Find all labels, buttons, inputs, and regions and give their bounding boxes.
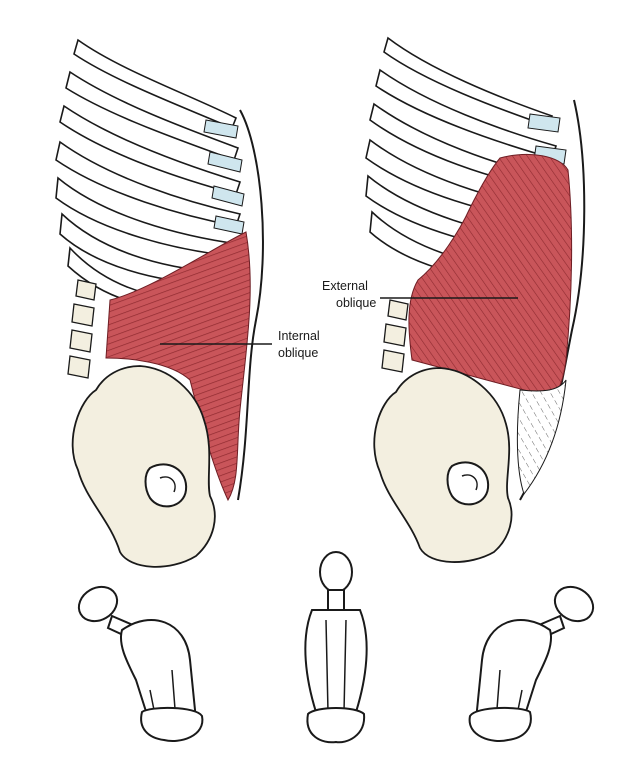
internal-oblique-muscle (105, 231, 251, 502)
internal-oblique-label: Internal oblique (278, 329, 323, 360)
external-oblique-muscle (408, 153, 573, 396)
right-pelvis (373, 367, 513, 563)
trunk-lateral-flexion-left-figure (77, 585, 204, 742)
internal-oblique-panel (55, 38, 264, 568)
internal-oblique-label-line1: Internal (278, 329, 320, 343)
left-hip-socket (144, 463, 188, 508)
right-spine (381, 299, 409, 373)
trunk-upright-figure (304, 551, 368, 744)
left-pelvis (71, 365, 216, 568)
left-costal-cartilage (203, 119, 245, 235)
external-oblique-label: External oblique (322, 279, 376, 310)
external-oblique-panel (365, 36, 586, 563)
trunk-lateral-flexion-right-figure (468, 585, 595, 742)
left-body-outline (237, 109, 264, 501)
right-hip-socket (446, 461, 490, 506)
internal-oblique-label-line2: oblique (278, 346, 318, 360)
left-spine (67, 279, 97, 379)
external-oblique-label-line1: External (322, 279, 368, 293)
external-oblique-label-line2: oblique (336, 296, 376, 310)
external-oblique-aponeurosis (516, 379, 567, 496)
